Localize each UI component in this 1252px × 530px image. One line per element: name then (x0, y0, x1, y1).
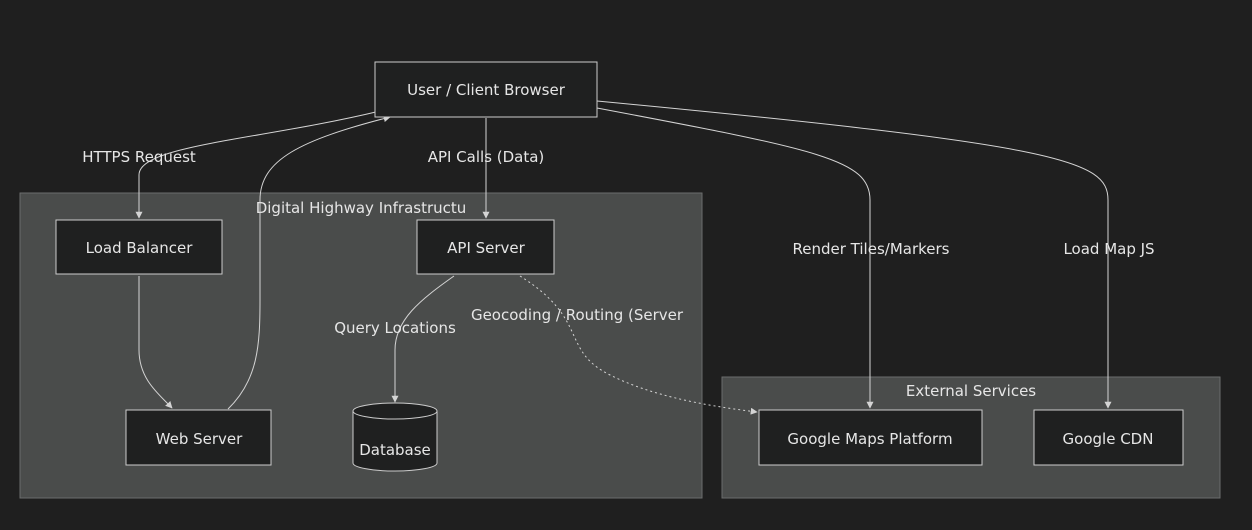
edge-lb-to-web (138, 276, 173, 409)
node-load-balancer-label: Load Balancer (86, 239, 194, 257)
node-web-server[interactable]: Web Server (125, 409, 272, 466)
edge-geocoding (519, 275, 758, 415)
edge-render-tiles (596, 107, 874, 409)
edge-web-to-client (227, 115, 391, 410)
node-client[interactable]: User / Client Browser (374, 61, 598, 118)
node-web-server-label: Web Server (156, 430, 243, 448)
label-render-tiles: Render Tiles/Markers (793, 240, 950, 258)
node-google-maps-platform[interactable]: Google Maps Platform (758, 409, 983, 466)
edge-load-map-js (596, 100, 1112, 409)
edge-query-locations (391, 275, 455, 403)
label-load-map-js: Load Map JS (1063, 240, 1154, 258)
node-google-cdn[interactable]: Google CDN (1033, 409, 1184, 466)
node-database[interactable]: Database (352, 402, 438, 472)
node-google-maps-label: Google Maps Platform (787, 430, 952, 448)
node-api-server-label: API Server (447, 239, 526, 257)
edge-https-request (135, 110, 381, 219)
label-api-calls: API Calls (Data) (428, 148, 545, 166)
label-query-locations: Query Locations (334, 319, 456, 337)
node-database-label: Database (359, 441, 431, 459)
node-load-balancer[interactable]: Load Balancer (55, 219, 223, 275)
edges (135, 100, 1112, 415)
cluster-external-title: External Services (906, 382, 1036, 400)
node-google-cdn-label: Google CDN (1063, 430, 1154, 448)
node-api-server[interactable]: API Server (416, 219, 555, 275)
label-https-request: HTTPS Request (82, 148, 196, 166)
label-geocoding: Geocoding / Routing (Server (471, 306, 684, 324)
node-client-label: User / Client Browser (407, 81, 566, 99)
cluster-infrastructure-title: Digital Highway Infrastructu (256, 199, 467, 217)
